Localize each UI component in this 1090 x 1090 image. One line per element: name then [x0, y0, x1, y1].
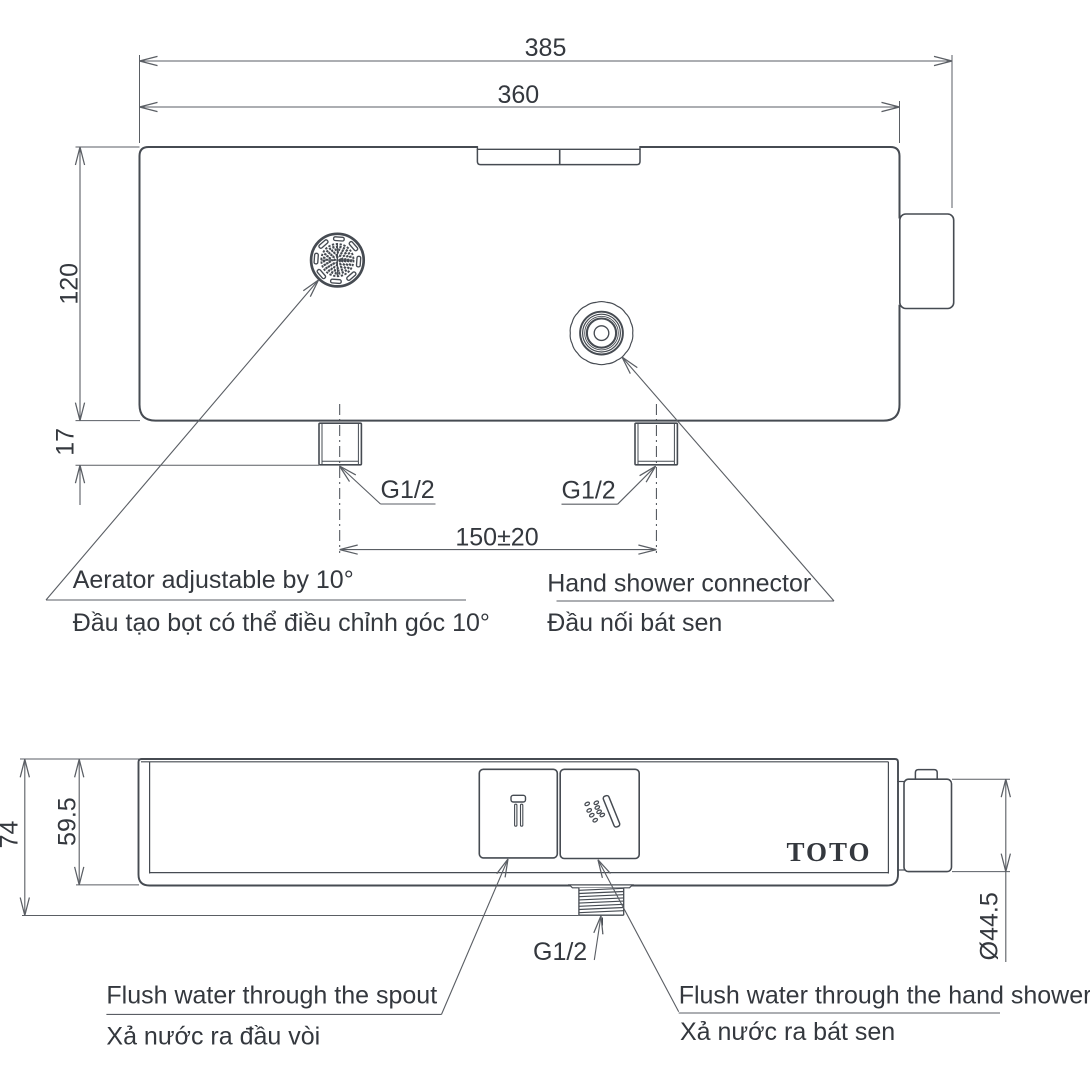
svg-text:Flush water through the hand s: Flush water through the hand shower — [679, 981, 1090, 1009]
svg-text:59.5: 59.5 — [54, 797, 82, 846]
svg-text:150±20: 150±20 — [455, 524, 538, 552]
svg-text:385: 385 — [525, 34, 567, 62]
svg-text:Đầu nối bát sen: Đầu nối bát sen — [547, 609, 722, 637]
svg-text:Aerator adjustable by 10°: Aerator adjustable by 10° — [73, 566, 354, 594]
svg-text:Đầu tạo bọt có thể điều chỉnh: Đầu tạo bọt có thể điều chỉnh góc 10° — [73, 609, 490, 637]
svg-text:Ø44.5: Ø44.5 — [976, 892, 1004, 960]
svg-text:TOTO: TOTO — [786, 837, 871, 867]
svg-text:Xả nước ra bát sen: Xả nước ra bát sen — [680, 1018, 895, 1046]
svg-text:120: 120 — [56, 263, 84, 305]
svg-text:Xả nước ra đầu vòi: Xả nước ra đầu vòi — [106, 1023, 320, 1051]
svg-text:360: 360 — [497, 81, 539, 109]
svg-text:74: 74 — [0, 821, 24, 849]
svg-text:G1/2: G1/2 — [533, 938, 587, 966]
svg-text:G1/2: G1/2 — [381, 476, 435, 504]
svg-text:17: 17 — [52, 428, 80, 456]
svg-text:Flush water through the spout: Flush water through the spout — [106, 981, 437, 1009]
svg-text:G1/2: G1/2 — [562, 477, 616, 505]
svg-text:Hand shower connector: Hand shower connector — [547, 570, 811, 598]
